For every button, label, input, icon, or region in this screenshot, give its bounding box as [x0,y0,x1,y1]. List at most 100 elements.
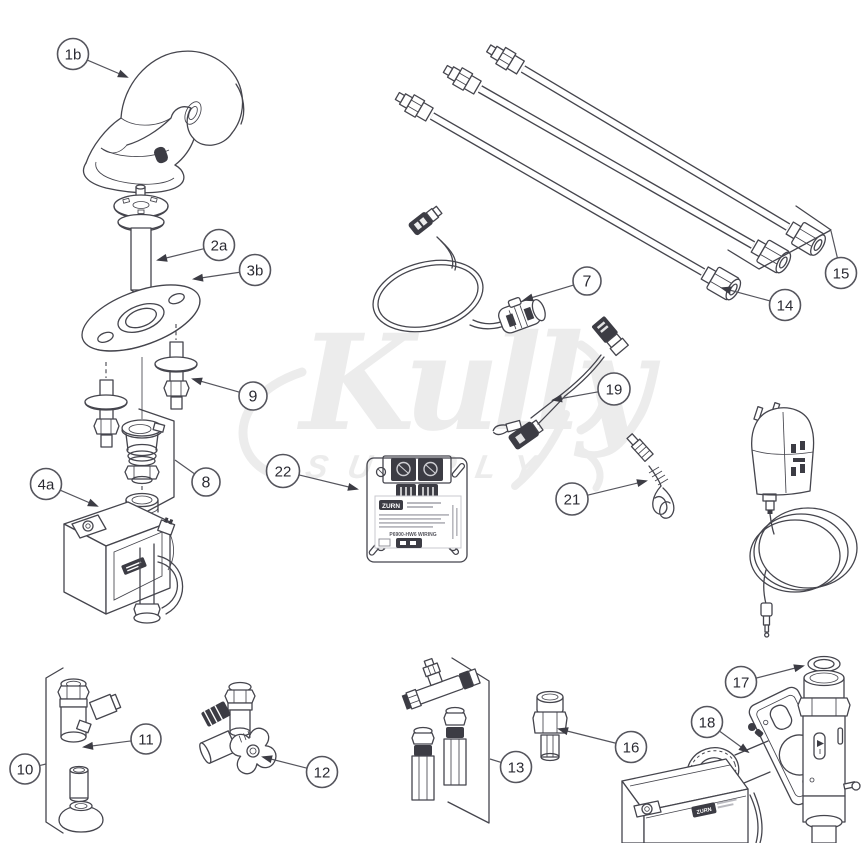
leader-arrowhead [738,743,750,754]
leader-arrowhead [551,394,563,403]
callout-circle [724,665,758,699]
callout-label: 19 [606,382,623,399]
leader-line [174,459,195,475]
sensor-window [154,146,168,164]
callout-7: 7 [522,266,602,302]
callout-label: 21 [564,492,581,509]
leader-arrowhead [636,479,648,488]
threaded-shank-drawing [113,184,169,295]
leader-line [489,758,502,764]
side-screw [843,781,861,791]
callout-15: 15 [824,230,858,290]
callout-16: 16 [557,727,648,764]
leader-line [39,763,47,767]
gasket-17 [807,655,841,673]
callout-label: 10 [17,762,34,779]
leader-arrowhead [82,741,94,750]
bracket-10 [45,667,64,834]
leader-arrowhead [261,755,273,764]
leader-arrowhead [347,482,359,491]
leader-arrowhead [793,664,805,673]
callout-circle [597,372,631,406]
callout-circle [238,253,272,287]
angle-stop-group-drawing [45,667,122,834]
leader-arrowhead [117,69,129,78]
supply-hose-1 [486,44,826,256]
callout-label: 3b [247,263,264,280]
callout-label: 18 [699,715,716,732]
adapter-b [443,706,467,786]
callout-label: 7 [583,274,592,291]
washer-bolt-right-drawing [154,324,198,410]
callout-label: 1b [65,47,82,64]
leader-line [558,728,617,744]
bracket-15 [727,205,832,270]
leader-arrowhead [192,273,204,282]
callout-11: 11 [82,723,162,755]
callout-circle [202,228,236,262]
callout-22: 22 [265,453,359,491]
callout-circle [555,482,589,516]
callout-label: 15 [833,266,850,283]
faucet-spout-drawing [82,50,245,194]
callout-17: 17 [724,664,805,699]
callout-circle [29,467,63,501]
escutcheon [58,800,104,833]
callout-circle [768,288,802,322]
supply-hose-3 [394,91,742,301]
callout-2a: 2a [156,228,236,262]
gasket-plate-drawing [81,284,201,352]
callout-circle [572,266,602,296]
callout-4a: 4a [29,467,99,507]
leader-arrowhead [522,293,534,302]
leader-arrowhead [87,498,99,507]
callout-label: 4a [38,477,55,494]
callout-9: 9 [191,377,268,411]
callout-14: 14 [720,286,802,322]
solenoid-brand-text: ZURN [696,807,712,816]
callout-circle [499,750,533,784]
supply-hose-2 [442,64,792,274]
callout-circle [191,467,221,497]
callout-label: 2a [211,238,228,255]
control-box-brand-text: ZURN [382,503,400,510]
solenoid-18-body: ZURN [621,758,763,843]
solenoid-valve-4a-drawing [63,492,184,624]
control-box-drawing: ZURN P6900-HW6 WIRING [366,455,468,563]
leader-line [830,230,838,259]
sensor-cable-drawing [372,205,546,334]
callout-circle [9,753,41,785]
inline-valve-assembly-drawing: ZURN [621,655,861,843]
power-adapter-drawing [749,402,858,638]
callout-label: 22 [275,464,292,481]
callout-label: 12 [314,765,331,782]
callout-8: 8 [174,459,221,497]
sleeve-11 [69,765,89,803]
leader-line [298,474,358,490]
callout-label: 11 [138,732,154,749]
callout-12: 12 [261,755,339,789]
bracket-8 [138,408,175,513]
callout-circle [614,730,648,764]
leader-arrowhead [720,286,732,295]
callout-13: 13 [489,750,533,784]
valve-body [797,669,851,843]
cross-handle [229,727,277,775]
callout-label: 13 [508,760,525,777]
callout-21: 21 [555,479,648,516]
callout-circle [130,723,162,755]
bracket-13 [447,657,490,824]
tee-fitting-group-drawing [401,657,490,824]
callout-layer: 1b 2a 3b 9 8 4a 22 7 19 21 15 14 10 11 12 13 16 17 18 [9,37,858,789]
callout-label: 16 [623,740,640,757]
callout-10: 10 [9,753,47,785]
callout-circle [305,755,339,789]
callout-label: 8 [202,475,211,492]
splitter-wire-drawing [492,316,629,450]
callout-circle [690,705,724,739]
mixing-valve-drawing [199,681,277,775]
callout-1b: 1b [56,37,129,78]
callout-label: 17 [733,675,750,692]
control-box-wiring-text: P6900-HW6 WIRING [389,532,436,538]
